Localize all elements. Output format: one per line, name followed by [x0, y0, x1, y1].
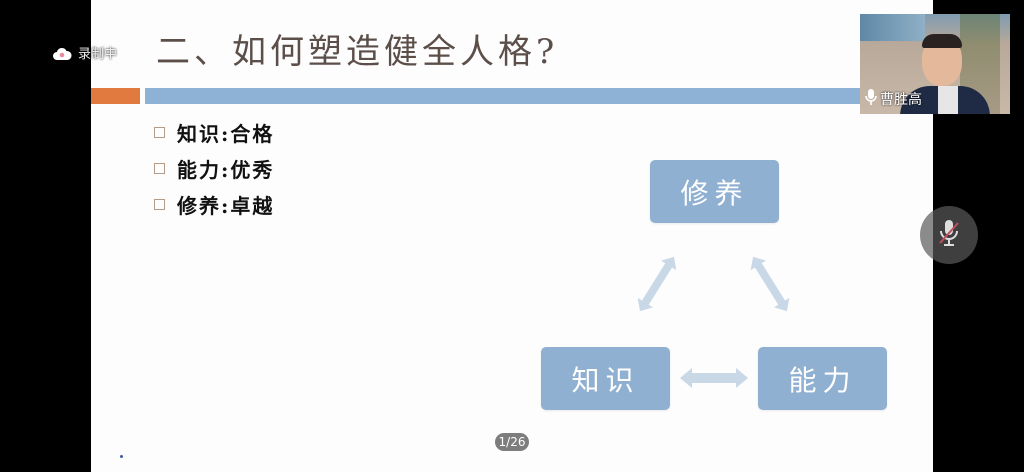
recording-label: 录制中: [78, 47, 118, 62]
bullet-list: 知识:合格 能力:优秀 修养:卓越: [154, 114, 274, 222]
blue-accent-bar: [145, 88, 933, 104]
bidirectional-arrow-left-right-icon: [680, 368, 748, 388]
orange-accent-bar: [91, 88, 140, 104]
square-bullet-icon: [154, 126, 165, 138]
cloud-record-icon: [52, 46, 72, 60]
pointer-dot: [120, 455, 123, 458]
bullet-item: 能力:优秀: [154, 150, 274, 186]
bidirectional-arrow-left-top-icon: [637, 256, 677, 312]
participant-name-tag: 曹胜高: [864, 88, 922, 110]
bidirectional-arrow-top-right-icon: [750, 256, 790, 312]
diagram-node-ability: 能力: [758, 347, 887, 410]
mute-toggle-button[interactable]: [920, 206, 978, 264]
diagram-arrows: [637, 256, 790, 388]
diagram-node-knowledge: 知识: [541, 347, 670, 410]
bullet-text: 修养:卓越: [177, 193, 275, 218]
wall-painting: [860, 14, 925, 41]
participant-video-tile[interactable]: 曹胜高: [860, 14, 1010, 114]
bullet-text: 能力:优秀: [177, 157, 275, 182]
microphone-muted-icon: [937, 218, 961, 252]
microphone-icon: [864, 88, 878, 110]
bullet-item: 修养:卓越: [154, 186, 274, 222]
participant-hair: [922, 34, 962, 48]
participant-shirt: [938, 86, 958, 114]
square-bullet-icon: [154, 198, 165, 210]
square-bullet-icon: [154, 162, 165, 174]
bullet-item: 知识:合格: [154, 114, 274, 150]
slide-title: 二、如何塑造健全人格?: [156, 32, 559, 72]
recording-indicator: 录制中: [52, 43, 117, 62]
presentation-slide: 二、如何塑造健全人格? 知识:合格 能力:优秀 修养:卓越: [91, 0, 933, 472]
bullet-text: 知识:合格: [177, 121, 275, 146]
page-indicator: 1/26: [495, 433, 529, 451]
participant-name: 曹胜高: [880, 92, 922, 108]
diagram-node-cultivation: 修养: [650, 160, 779, 223]
